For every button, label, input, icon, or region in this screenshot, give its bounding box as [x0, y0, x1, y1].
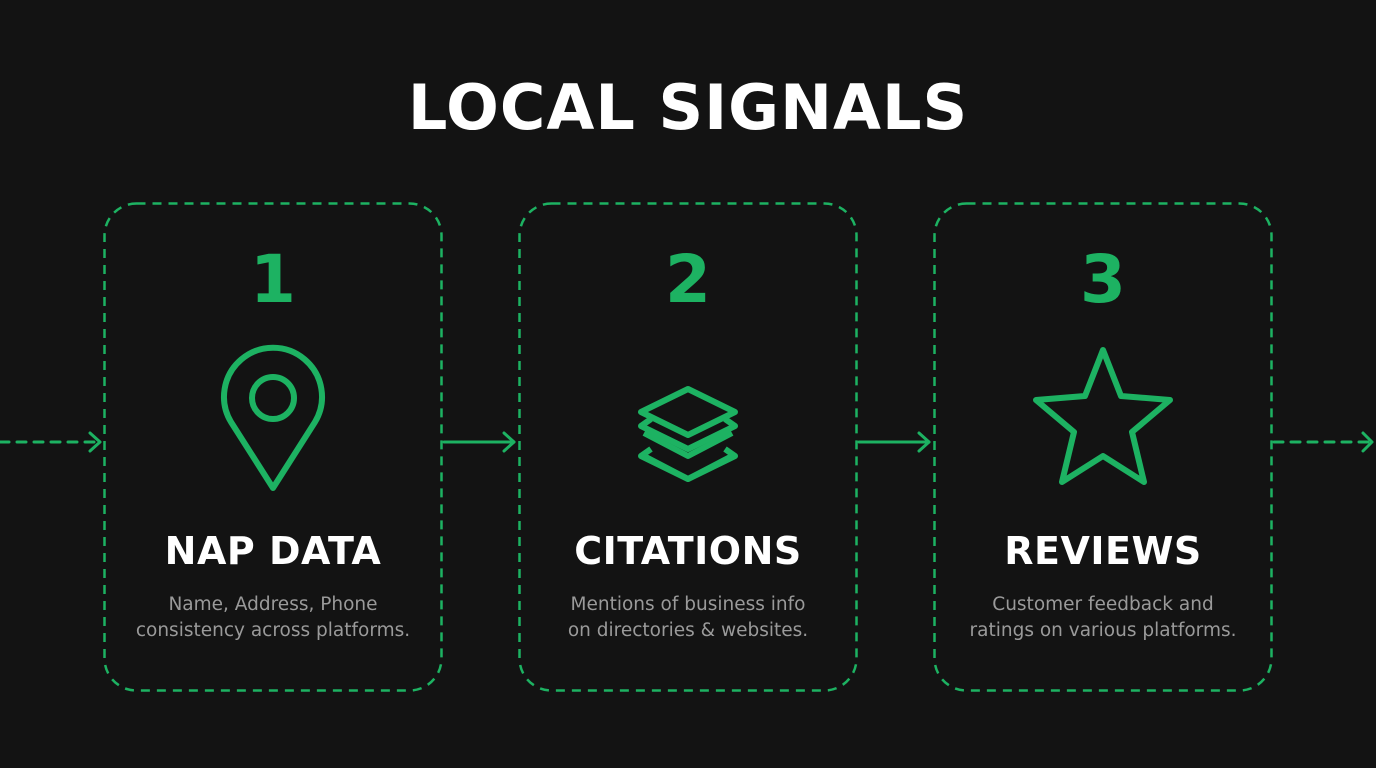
description-line: Customer feedback and	[992, 594, 1214, 615]
step-card-reviews: 3 REVIEWS Customer feedback and ratings …	[933, 202, 1273, 692]
dashed-card-border	[933, 202, 1273, 692]
step-description: Mentions of business info on directories…	[518, 592, 858, 644]
step-heading: REVIEWS	[1004, 529, 1202, 573]
step-heading: CITATIONS	[574, 529, 802, 573]
description-line: Name, Address, Phone	[168, 594, 378, 615]
step-description: Customer feedback and ratings on various…	[933, 592, 1273, 644]
step-number: 3	[1080, 241, 1126, 318]
page-title: LOCAL SIGNALS	[407, 71, 969, 144]
arrow-out-right	[1272, 431, 1374, 453]
dashed-card-border	[103, 202, 443, 692]
arrow-step2-to-step3	[857, 431, 931, 453]
description-line: consistency across platforms.	[135, 620, 411, 641]
step-card-citations: 2 CITATIONS Mentions of business info on…	[518, 202, 858, 692]
step-number: 1	[250, 241, 296, 318]
description-line: ratings on various platforms.	[969, 620, 1237, 641]
step-number: 2	[665, 241, 711, 318]
arrow-step1-to-step2	[442, 431, 516, 453]
arrow-in-left	[0, 431, 102, 453]
description-line: on directories & websites.	[567, 620, 809, 641]
map-pin-icon	[221, 344, 325, 491]
dashed-card-border	[518, 202, 858, 692]
step-card-nap-data: 1 NAP DATA Name, Address, Phone consiste…	[103, 202, 443, 692]
step-description: Name, Address, Phone consistency across …	[103, 592, 443, 644]
star-icon	[1033, 347, 1173, 485]
step-heading: NAP DATA	[164, 529, 382, 573]
description-line: Mentions of business info	[570, 594, 806, 615]
layers-icon	[638, 386, 738, 482]
